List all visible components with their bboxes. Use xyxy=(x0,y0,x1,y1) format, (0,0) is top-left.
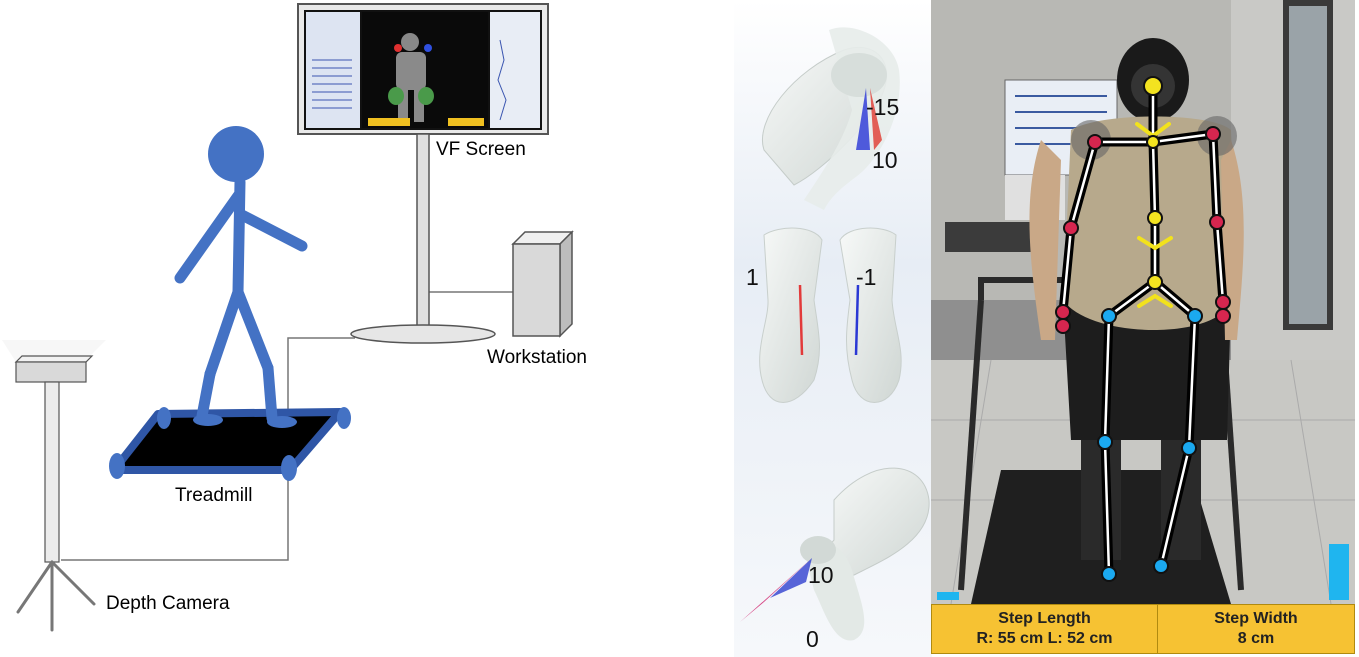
left-level-bar xyxy=(937,592,959,600)
depth-camera xyxy=(2,340,106,632)
step-length-cell: Step Length R: 55 cm L: 52 cm xyxy=(932,605,1158,653)
figure-foot-right xyxy=(267,416,297,428)
knee-angle-right: -1 xyxy=(856,264,877,290)
walking-figure xyxy=(174,176,308,424)
vf-screen-label: VF Screen xyxy=(436,139,526,160)
step-width-label: Step Width xyxy=(1214,610,1298,627)
gait-info-bar: Step Length R: 55 cm L: 52 cm Step Width… xyxy=(931,604,1355,654)
treadmill xyxy=(109,407,351,481)
ankle-angle: 10 xyxy=(808,562,834,588)
cable-lines xyxy=(61,291,513,561)
figure-head xyxy=(208,126,264,182)
hip-joint-view xyxy=(762,27,900,210)
ankle-joint-view xyxy=(740,467,930,641)
step-length-label: Step Length xyxy=(998,610,1091,627)
monitor-side-lines xyxy=(312,39,507,121)
figure-foot-left xyxy=(193,414,223,426)
knee-angle-left: 1 xyxy=(746,264,759,290)
hip-angle-lower: 10 xyxy=(872,147,898,173)
workstation-box xyxy=(511,230,574,338)
joint-angle-panel xyxy=(734,0,932,657)
monitor-figure xyxy=(388,33,434,122)
step-width-value: 8 cm xyxy=(1237,630,1275,647)
step-width-cell: Step Width 8 cm xyxy=(1158,605,1354,653)
skeleton-joints xyxy=(1055,76,1231,582)
depth-camera-label: Depth Camera xyxy=(106,593,230,614)
right-level-bar xyxy=(1329,544,1349,600)
ankle-angle-base: 0 xyxy=(806,626,819,652)
treadmill-label: Treadmill xyxy=(175,485,253,506)
vf-screen-monitor xyxy=(297,3,549,135)
step-length-value: R: 55 cm L: 52 cm xyxy=(976,630,1113,647)
hip-angle-upper: -15 xyxy=(866,94,900,120)
monitor-pole xyxy=(416,133,430,327)
knee-joint-view xyxy=(759,227,902,403)
camera-view xyxy=(931,0,1355,604)
monitor-base xyxy=(350,324,496,344)
workstation-label: Workstation xyxy=(487,347,587,368)
